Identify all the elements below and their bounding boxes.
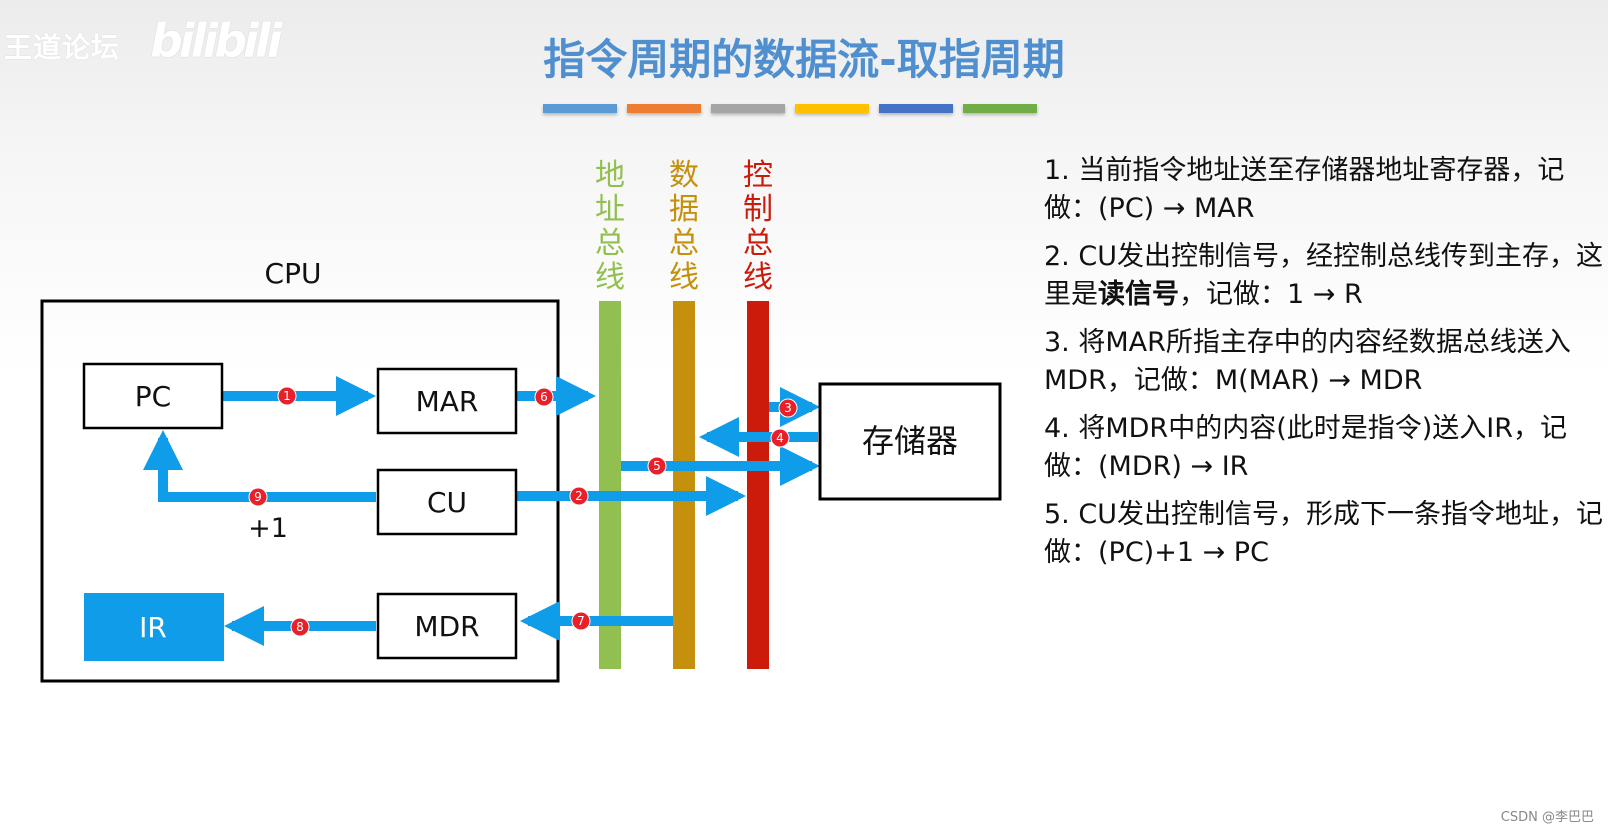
page-title: 指令周期的数据流-取指周期 xyxy=(543,35,1065,84)
step-badge-3 xyxy=(778,398,798,418)
data-bus xyxy=(673,301,695,669)
footer-credit: CSDN @李巴巴 xyxy=(1500,810,1594,825)
step-5: 5. CU发出控制信号，形成下一条指令地址，记做：(PC)+1 → PC xyxy=(1044,496,1604,572)
cpu-label: CPU xyxy=(265,257,322,290)
title-bar-2 xyxy=(627,104,701,113)
watermark-text: 王道论坛 xyxy=(4,31,121,64)
step-badge-label: 5 xyxy=(653,459,661,473)
step-badge-label: 8 xyxy=(296,620,304,634)
control-bus xyxy=(747,301,769,669)
watermark-logo: bilibili xyxy=(150,14,282,68)
step-3: 3. 将MAR所指主存中的内容经数据总线送入MDR，记做：M(MAR) → MD… xyxy=(1044,324,1604,400)
pc-label: PC xyxy=(135,380,171,413)
step-5-text: 5. CU发出控制信号，形成下一条指令地址，记做：(PC)+1 → PC xyxy=(1044,499,1603,568)
step-badge-label: 4 xyxy=(776,431,784,445)
cu-unit xyxy=(376,468,518,536)
step-1: 1. 当前指令地址送至存储器地址寄存器，记做：(PC) → MAR xyxy=(1044,152,1604,228)
pc-register xyxy=(82,362,224,430)
address-bus xyxy=(599,301,621,669)
mar-label: MAR xyxy=(416,385,479,418)
step-4-text: 4. 将MDR中的内容(此时是指令)送入IR，记做：(MDR) → IR xyxy=(1044,413,1567,482)
arrow-cu-to-pc xyxy=(143,430,376,502)
step-badge-4 xyxy=(770,428,790,448)
step-badge-6 xyxy=(534,387,554,407)
step-badge-2 xyxy=(569,486,589,506)
ir-label: IR xyxy=(139,611,167,644)
memory-label: 存储器 xyxy=(862,422,958,460)
step-badge-label: 2 xyxy=(575,489,583,503)
step-badge-9 xyxy=(248,487,268,507)
step-2-text: 2. CU发出控制信号，经控制总线传到主存，这里是 xyxy=(1044,241,1603,310)
step-1-text: 1. 当前指令地址送至存储器地址寄存器，记做：(PC) → MAR xyxy=(1044,155,1565,224)
mdr-register xyxy=(376,592,518,660)
step-4: 4. 将MDR中的内容(此时是指令)送入IR，记做：(MDR) → IR xyxy=(1044,410,1604,486)
mar-register xyxy=(376,367,518,435)
step-badge-label: 7 xyxy=(577,614,585,628)
step-badge-label: 6 xyxy=(540,390,548,404)
title-bar-5 xyxy=(879,104,953,113)
address-bus-label-char: 线 xyxy=(595,260,625,295)
step-2-bold: 读信号 xyxy=(1098,279,1179,310)
data-bus-label-char: 数 xyxy=(669,158,699,193)
increment-label: +1 xyxy=(248,513,288,544)
step-badge-8 xyxy=(290,617,310,637)
mdr-label: MDR xyxy=(414,610,479,643)
cu-label: CU xyxy=(427,486,467,519)
step-badges: 1 2 3 4 5 6 7 8 9 xyxy=(248,386,798,637)
step-badge-5 xyxy=(647,456,667,476)
step-2: 2. CU发出控制信号，经控制总线传到主存，这里是读信号，记做：1 → R xyxy=(1044,238,1604,314)
ir-register xyxy=(84,593,224,661)
title-bar-6 xyxy=(963,104,1037,113)
data-bus-label: 数据总线 xyxy=(669,158,699,295)
title-bar-4 xyxy=(795,104,869,113)
step-badge-label: 1 xyxy=(283,389,291,403)
step-badge-label: 9 xyxy=(254,490,262,504)
data-bus-label-char: 总 xyxy=(669,226,699,261)
address-bus-label-char: 总 xyxy=(595,226,625,261)
title-bar-3 xyxy=(711,104,785,113)
data-bus-label-char: 线 xyxy=(669,260,699,295)
data-bus-label-char: 据 xyxy=(669,192,699,227)
step-badge-7 xyxy=(571,611,591,631)
address-bus-label-char: 址 xyxy=(595,192,625,227)
control-bus-label-char: 制 xyxy=(743,192,773,227)
step-list: 1. 当前指令地址送至存储器地址寄存器，记做：(PC) → MAR 2. CU发… xyxy=(1044,152,1604,582)
control-bus-label-char: 线 xyxy=(743,260,773,295)
title-bar-1 xyxy=(543,104,617,113)
control-bus-label-char: 控 xyxy=(743,158,773,193)
step-3-text: 3. 将MAR所指主存中的内容经数据总线送入MDR，记做：M(MAR) → MD… xyxy=(1044,327,1571,396)
memory-box xyxy=(818,382,1002,501)
step-2-suffix: ，记做：1 → R xyxy=(1179,279,1363,310)
address-bus-label-char: 地 xyxy=(595,158,625,193)
step-badge-1 xyxy=(277,386,297,406)
control-bus-label: 控制总线 xyxy=(743,158,773,295)
step-badge-label: 3 xyxy=(784,401,792,415)
control-bus-label-char: 总 xyxy=(743,226,773,261)
